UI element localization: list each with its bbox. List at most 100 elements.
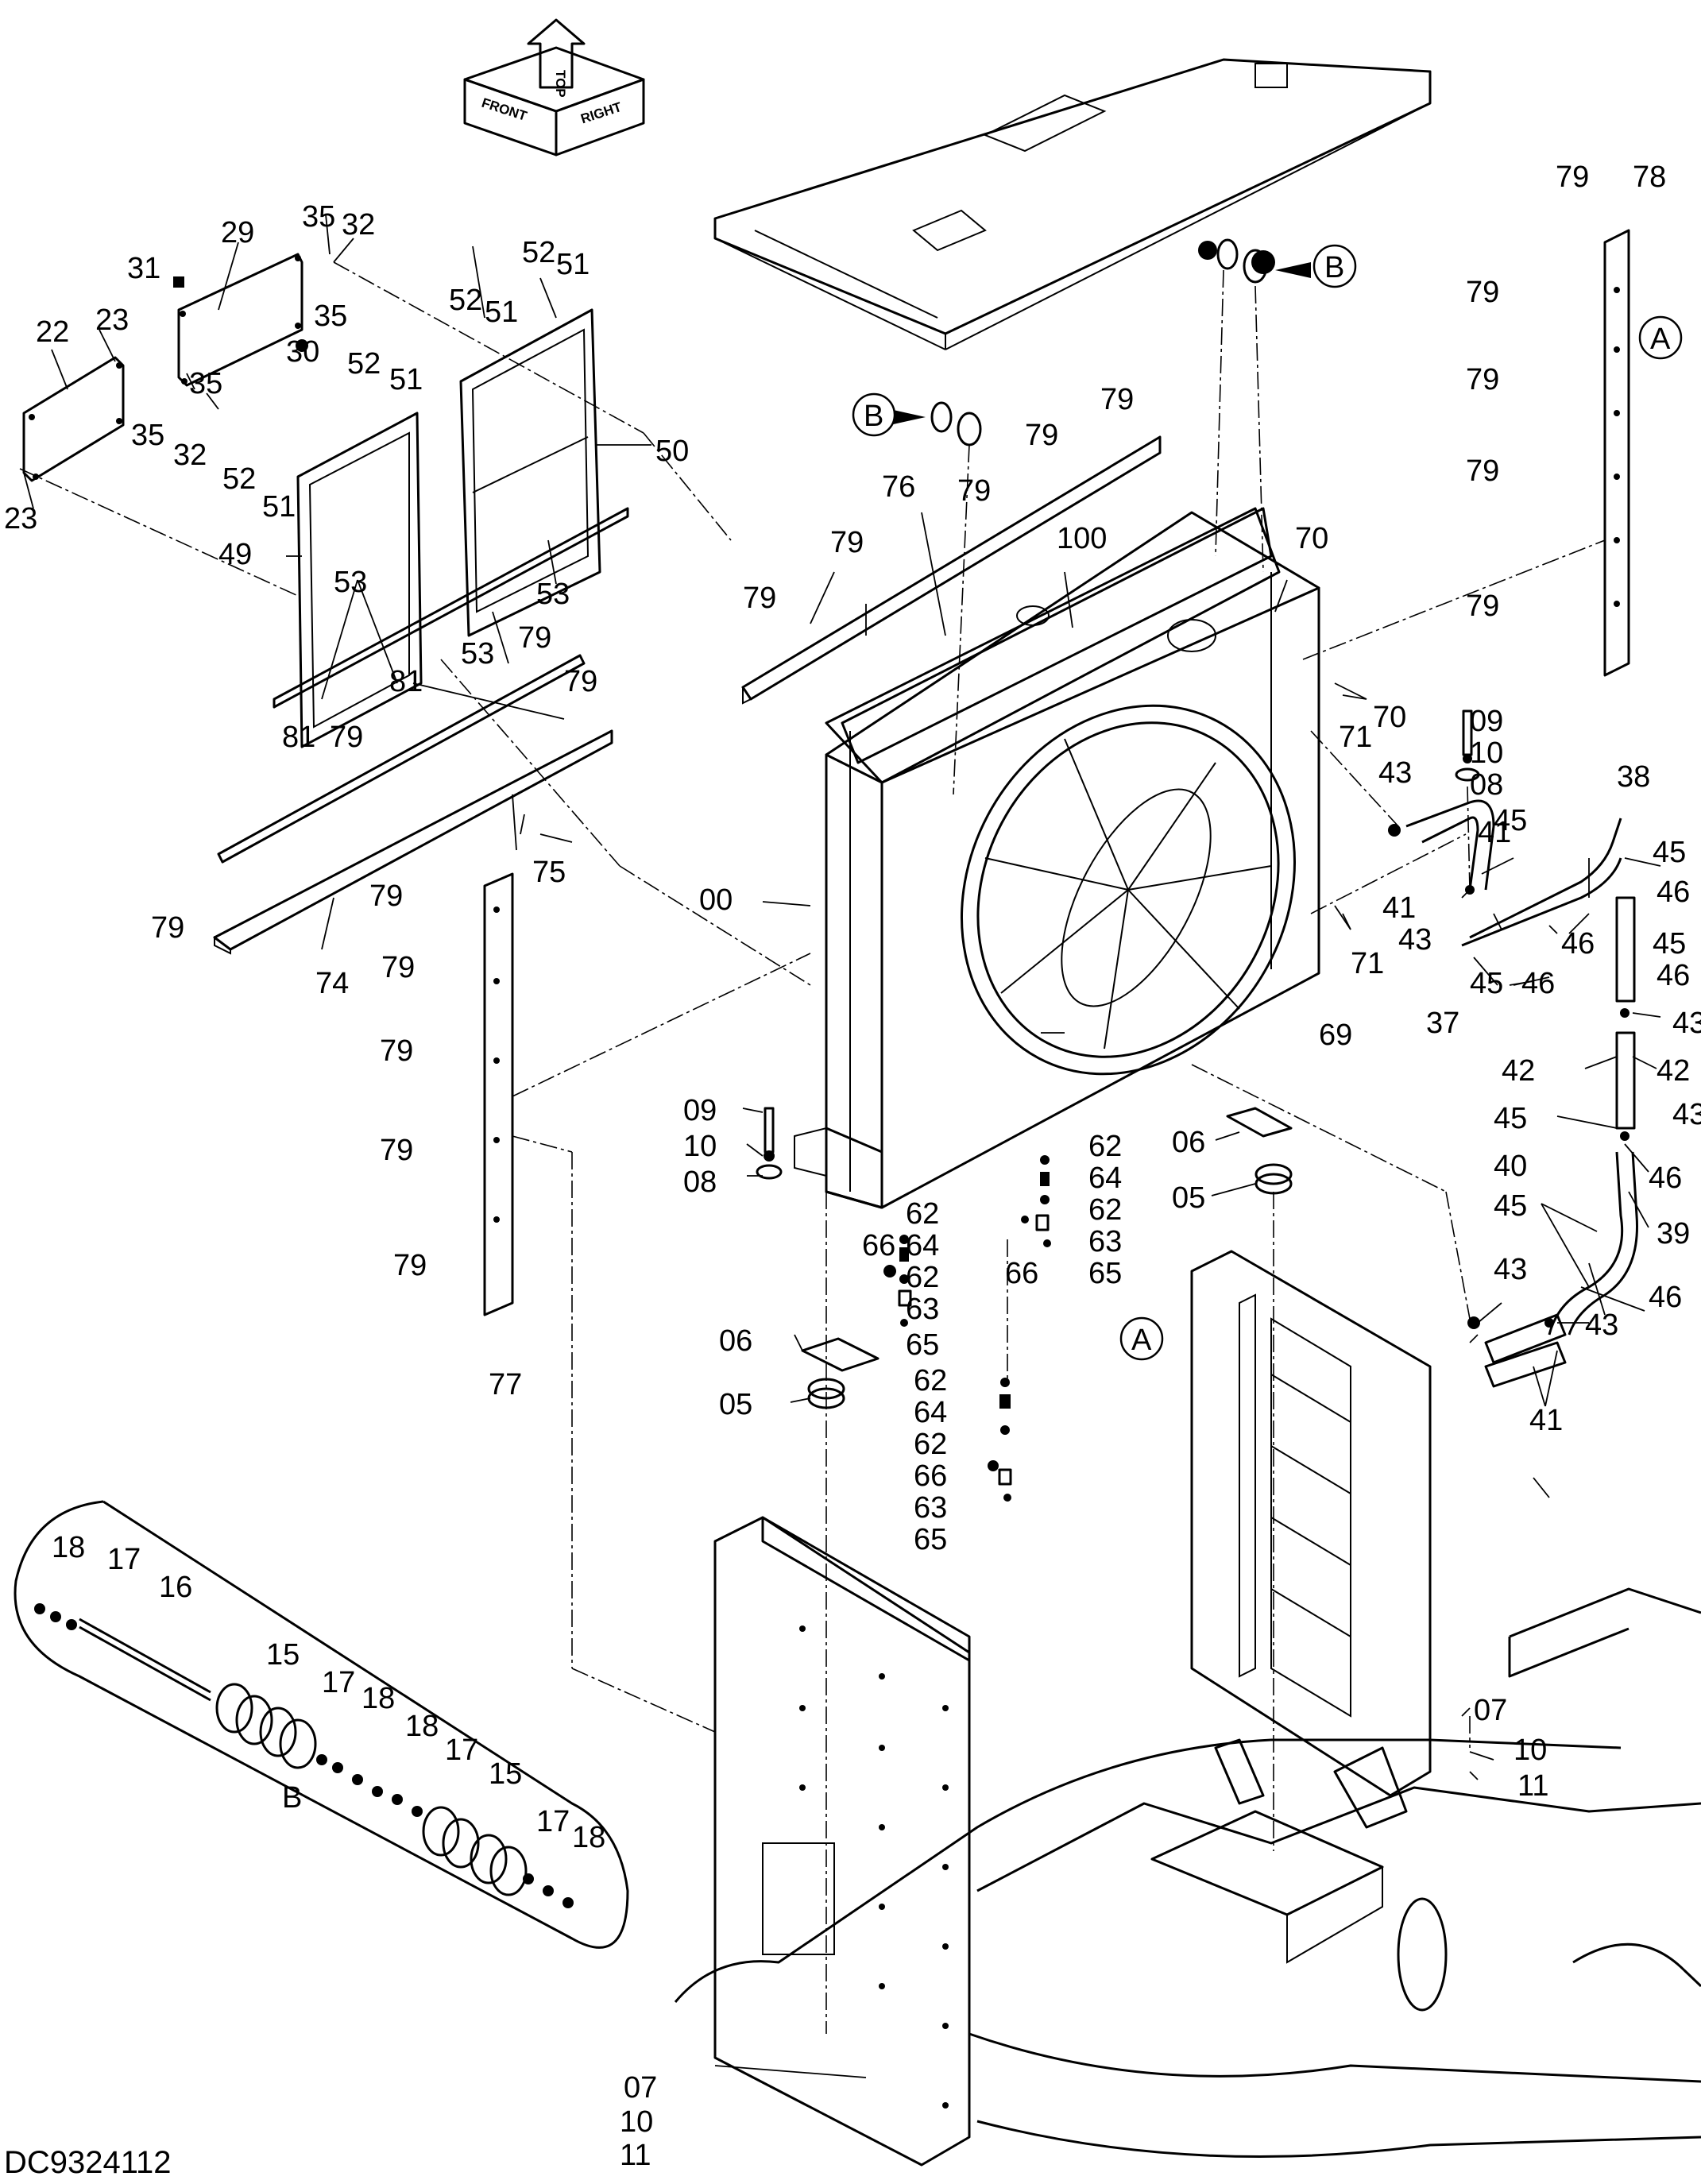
bushing-b-lower — [930, 401, 982, 446]
strip-78 — [1603, 229, 1630, 677]
part-label-53: 53 — [461, 637, 494, 671]
part-label-69: 69 — [1319, 1019, 1352, 1052]
part-label-79: 79 — [1466, 276, 1499, 309]
part-label-09: 09 — [683, 1094, 717, 1127]
svg-text:A: A — [1650, 323, 1671, 356]
part-label-79: 79 — [743, 582, 776, 615]
part-label-18: 18 — [405, 1710, 439, 1743]
part-label-79: 79 — [151, 911, 184, 945]
part-label-09: 09 — [1470, 705, 1503, 738]
part-label-79: 79 — [1466, 363, 1499, 396]
svg-text:B: B — [864, 400, 883, 433]
part-label-64: 64 — [906, 1229, 939, 1262]
part-label-62: 62 — [906, 1261, 939, 1294]
part-label-00: 00 — [699, 883, 733, 917]
part-label-66: 66 — [914, 1459, 947, 1493]
part-label-51: 51 — [556, 248, 590, 281]
part-label-22: 22 — [36, 315, 69, 349]
part-label-18: 18 — [572, 1821, 605, 1854]
part-label-18: 18 — [361, 1682, 395, 1715]
part-label-62: 62 — [1088, 1130, 1122, 1163]
part-label-23: 23 — [4, 502, 37, 535]
callout-a-right: A — [1638, 315, 1683, 360]
part-label-65: 65 — [906, 1328, 939, 1362]
part-label-10: 10 — [683, 1130, 717, 1163]
part-label-06: 06 — [1172, 1126, 1205, 1159]
part-label-79: 79 — [957, 474, 991, 508]
strip-77 — [483, 872, 514, 1316]
part-label-65: 65 — [1088, 1257, 1122, 1290]
part-label-78: 78 — [1633, 160, 1666, 194]
part-label-45: 45 — [1494, 804, 1527, 837]
arrow-b-lower — [890, 409, 926, 425]
part-label-79: 79 — [1556, 160, 1589, 194]
part-label-05: 05 — [1172, 1181, 1205, 1215]
part-label-17: 17 — [445, 1734, 478, 1767]
frame-49 — [296, 412, 423, 748]
part-label-35: 35 — [314, 300, 347, 333]
part-label-79: 79 — [564, 665, 597, 698]
part-label-66: 66 — [862, 1229, 895, 1262]
mount-set-left — [801, 1337, 879, 1409]
panel-22 — [22, 356, 125, 482]
part-label-05: 05 — [719, 1388, 752, 1421]
part-label-45: 45 — [1653, 927, 1686, 961]
part-label-16: 16 — [159, 1571, 192, 1604]
part-label-17: 17 — [322, 1666, 355, 1699]
part-label-52: 52 — [347, 347, 381, 381]
strip-81 — [217, 654, 586, 864]
part-label-71: 71 — [1339, 721, 1372, 754]
part-label-35: 35 — [131, 419, 164, 452]
part-label-07: 07 — [624, 2071, 657, 2105]
part-label-64: 64 — [1088, 1162, 1122, 1195]
part-label-18: 18 — [52, 1531, 85, 1564]
part-label-79: 79 — [518, 621, 551, 655]
part-label-77: 77 — [489, 1368, 522, 1401]
part-label-46: 46 — [1657, 959, 1690, 992]
part-label-79: 79 — [369, 879, 403, 913]
part-label-81: 81 — [389, 665, 423, 698]
part-label-81: 81 — [282, 721, 315, 754]
part-label-79: 79 — [380, 1034, 413, 1068]
part-label-35: 35 — [189, 367, 222, 400]
part-label-66: 66 — [1005, 1257, 1038, 1290]
part-label-79: 79 — [380, 1134, 413, 1167]
part-label-11: 11 — [1517, 1769, 1548, 1803]
bolt-set-left — [756, 1107, 783, 1180]
part-label-42: 42 — [1657, 1054, 1690, 1088]
part-label-62: 62 — [914, 1364, 947, 1397]
part-label-62: 62 — [1088, 1193, 1122, 1227]
part-label-41: 41 — [1529, 1404, 1563, 1437]
part-label-74: 74 — [315, 967, 349, 1000]
part-label-65: 65 — [914, 1523, 947, 1556]
part-label-23: 23 — [95, 303, 129, 337]
part-label-70: 70 — [1373, 701, 1406, 734]
base-frame — [674, 1587, 1701, 2159]
part-label-49: 49 — [218, 538, 252, 571]
part-label-06: 06 — [719, 1324, 752, 1358]
part-label-08: 08 — [683, 1165, 717, 1199]
callout-a-frame: A — [1119, 1316, 1164, 1361]
part-label-71: 71 — [1351, 947, 1384, 980]
part-label-52: 52 — [222, 462, 256, 496]
part-label-46: 46 — [1649, 1162, 1682, 1195]
right-upright-frame — [1190, 1250, 1432, 1797]
part-label-38: 38 — [1617, 760, 1650, 794]
panel-29 — [173, 253, 308, 387]
part-label-70: 70 — [1295, 522, 1328, 555]
part-label-32: 32 — [342, 208, 375, 242]
strip-76 — [741, 435, 1162, 705]
part-label-63: 63 — [906, 1293, 939, 1326]
mount-set-center — [1226, 1107, 1293, 1195]
part-label-76: 76 — [882, 470, 915, 504]
part-label-62: 62 — [914, 1428, 947, 1461]
part-label-31: 31 — [127, 252, 160, 285]
part-label-41: 41 — [1478, 816, 1511, 849]
part-label-50: 50 — [655, 435, 689, 468]
part-label-75: 75 — [532, 856, 566, 889]
part-label-45: 45 — [1653, 836, 1686, 869]
part-label-17: 17 — [107, 1543, 141, 1576]
part-label-15: 15 — [266, 1638, 300, 1672]
part-label-79: 79 — [1466, 454, 1499, 488]
